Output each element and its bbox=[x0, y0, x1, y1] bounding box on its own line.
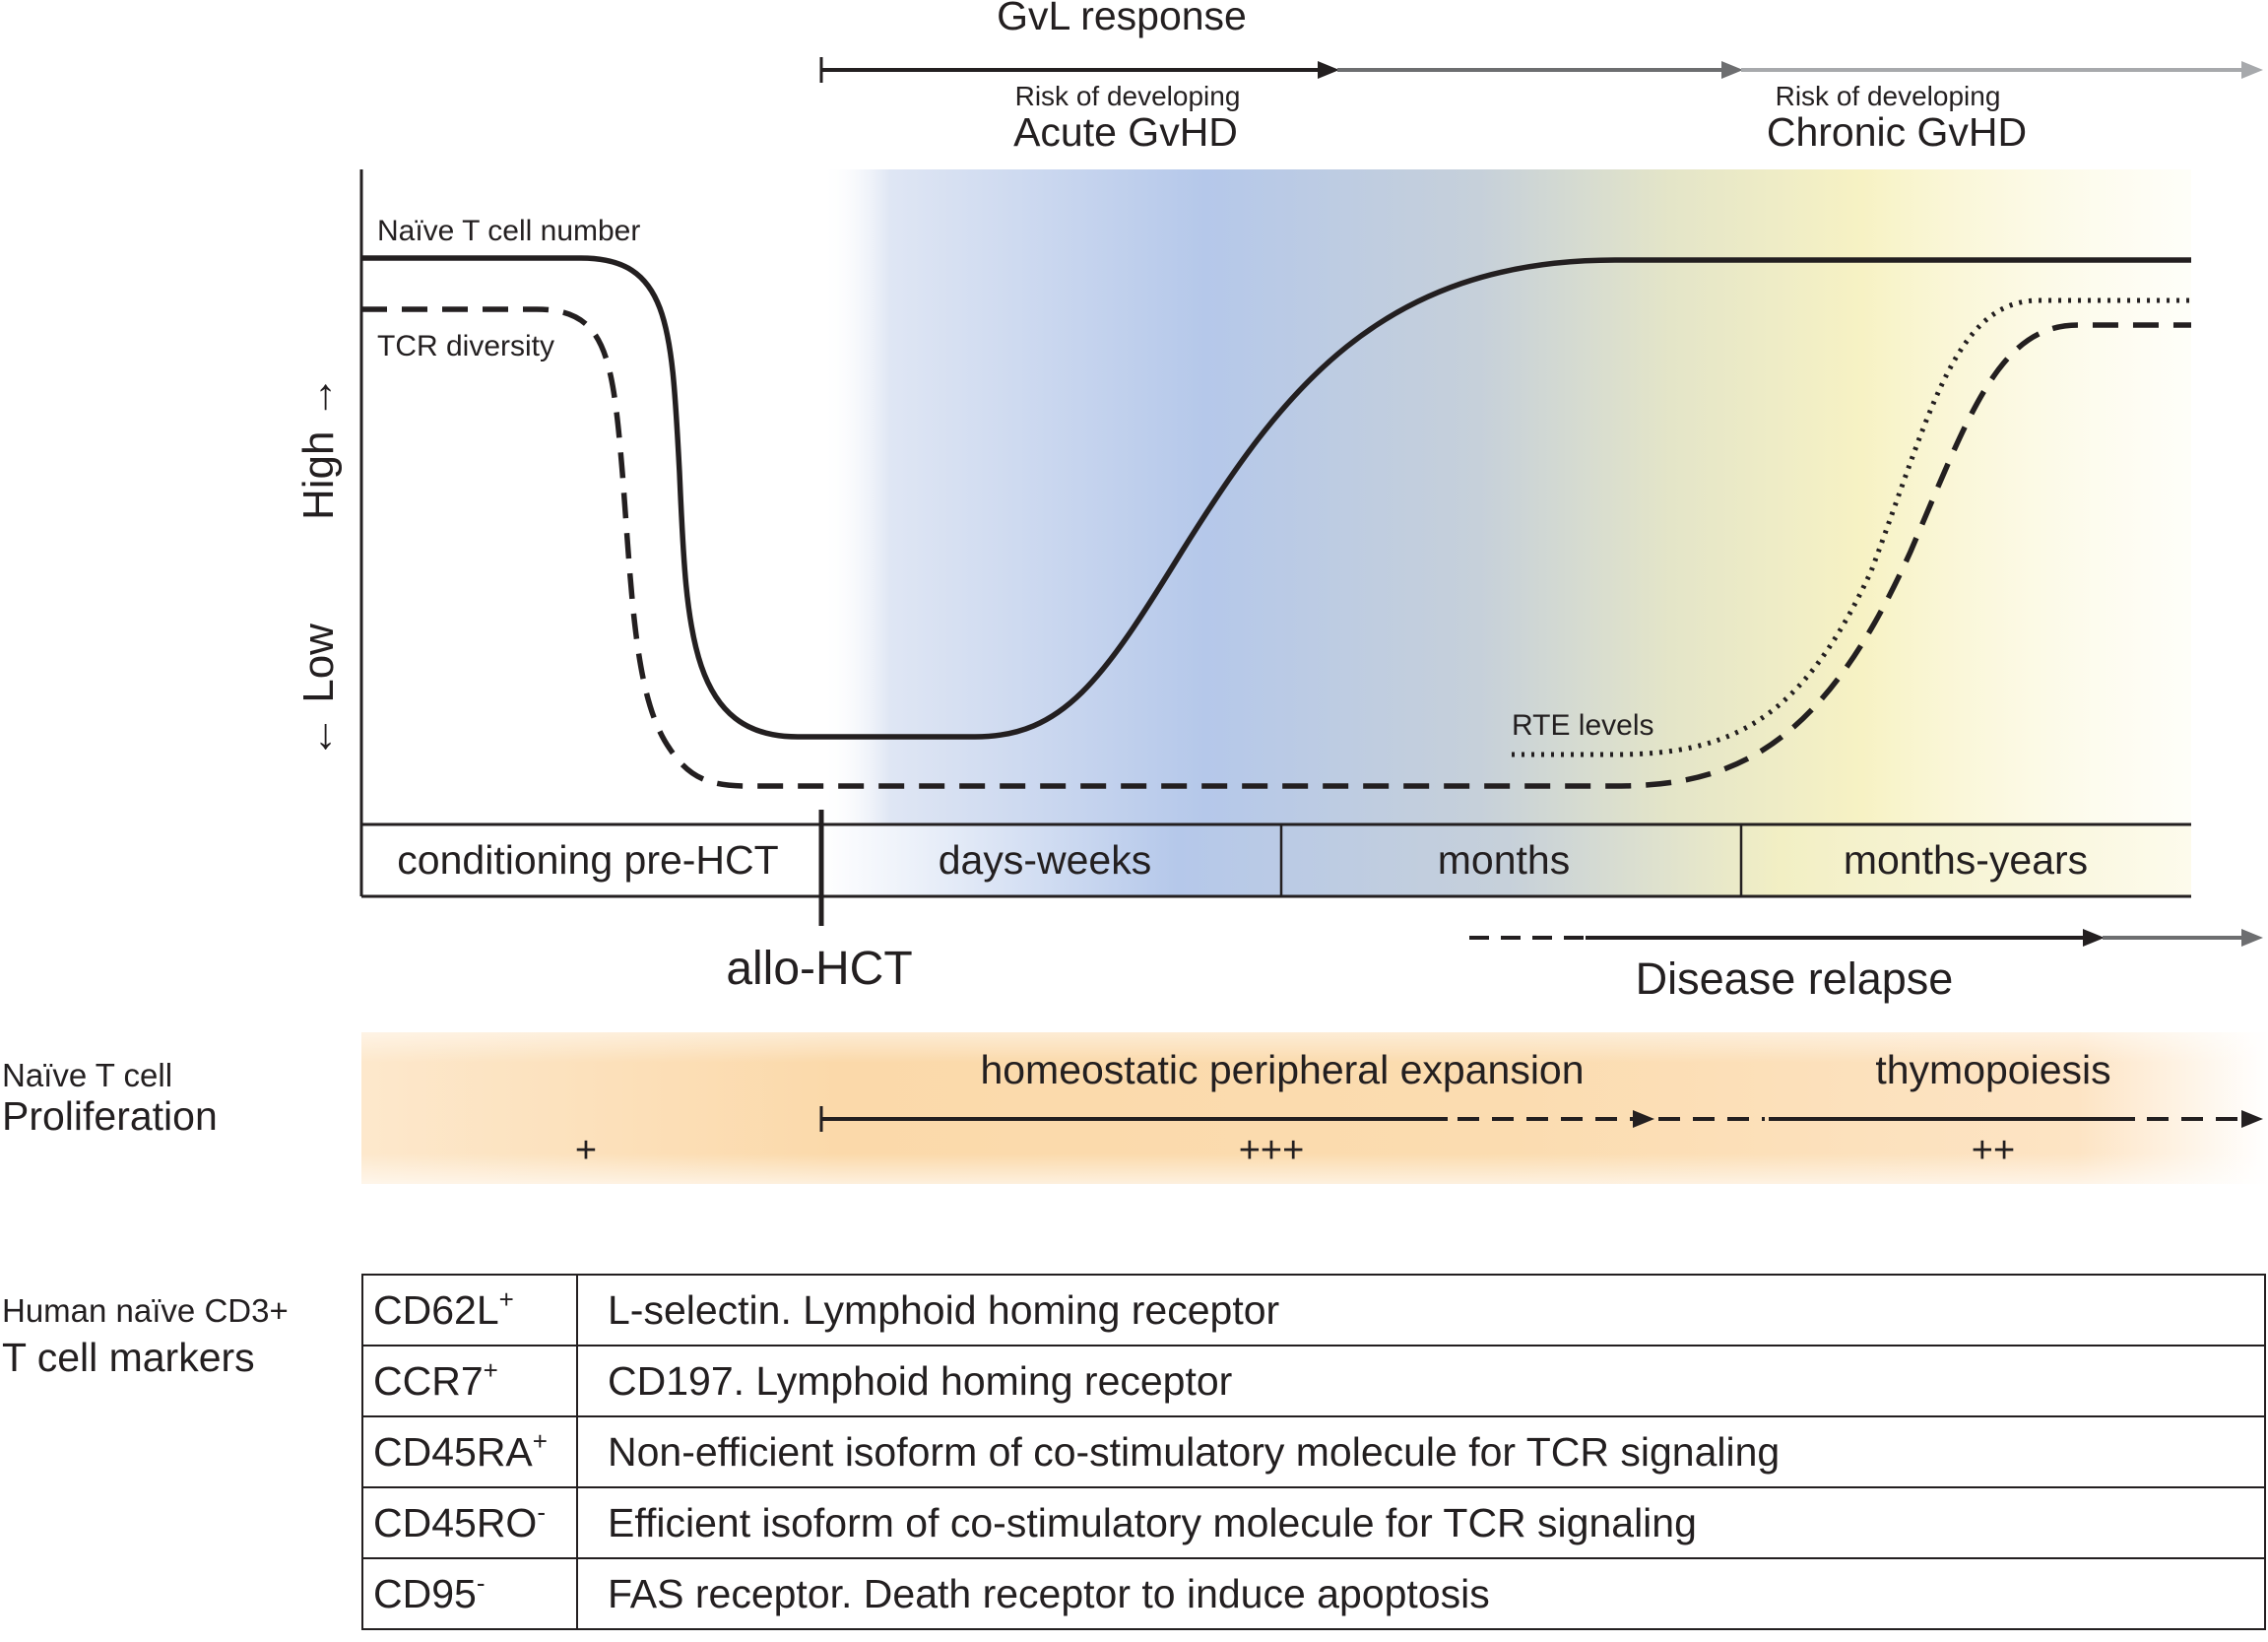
relapse-arrowhead-2 bbox=[2241, 929, 2263, 947]
naive-t-cell-number-curve bbox=[361, 255, 2191, 740]
chronic-gvhd-label: Chronic GvHD bbox=[1767, 109, 2027, 155]
marker-name-cell: CD45RO- bbox=[361, 1486, 578, 1559]
marker-name-cell: CD62L+ bbox=[361, 1274, 578, 1346]
timeline-conditioning-label: conditioning pre-HCT bbox=[397, 837, 778, 883]
marker-sign: + bbox=[483, 1354, 498, 1385]
marker-name: CD45RO bbox=[373, 1499, 538, 1545]
markers-title-large: T cell markers bbox=[2, 1335, 255, 1380]
marker-sign: - bbox=[537, 1496, 546, 1527]
table-row: CD95- FAS receptor. Death receptor to in… bbox=[361, 1557, 2266, 1630]
marker-description: Efficient isoform of co-stimulatory mole… bbox=[576, 1486, 2266, 1559]
gvl-arrowhead-1 bbox=[1318, 61, 1339, 79]
gvl-response-label: GvL response bbox=[997, 0, 1247, 38]
table-row: CD62L+ L-selectin. Lymphoid homing recep… bbox=[361, 1274, 2266, 1346]
markers-title-small: Human naïve CD3+ bbox=[2, 1292, 289, 1329]
thymopoiesis-label: thymopoiesis bbox=[1875, 1047, 2110, 1092]
marker-name-cell: CD95- bbox=[361, 1557, 578, 1630]
gvl-arrowhead-3 bbox=[2241, 61, 2263, 79]
proliferation-plus-late: ++ bbox=[1972, 1130, 2015, 1171]
proliferation-plus-pre: + bbox=[575, 1130, 597, 1171]
marker-description: Non-efficient isoform of co-stimulatory … bbox=[576, 1415, 2266, 1488]
proliferation-title-small: Naïve T cell bbox=[2, 1057, 172, 1093]
acute-gvhd-label: Acute GvHD bbox=[1013, 109, 1238, 155]
timeline-months-years-label: months-years bbox=[1844, 837, 2088, 883]
marker-name: CD62L bbox=[373, 1286, 499, 1333]
homeostatic-expansion-label: homeostatic peripheral expansion bbox=[980, 1047, 1584, 1092]
marker-name-cell: CCR7+ bbox=[361, 1345, 578, 1417]
marker-sign: + bbox=[498, 1283, 514, 1314]
table-row: CD45RO- Efficient isoform of co-stimulat… bbox=[361, 1486, 2266, 1559]
relapse-arrowhead-1 bbox=[2083, 929, 2105, 947]
table-row: CD45RA+ Non-efficient isoform of co-stim… bbox=[361, 1415, 2266, 1488]
gvl-arrowhead-2 bbox=[1721, 61, 1743, 79]
y-axis-high-label: High → bbox=[294, 375, 343, 520]
rte-levels-curve bbox=[1512, 297, 2191, 757]
allo-hct-label: allo-HCT bbox=[726, 943, 912, 995]
acute-risk-small-label: Risk of developing bbox=[1015, 81, 1241, 111]
marker-description: L-selectin. Lymphoid homing receptor bbox=[576, 1274, 2266, 1346]
marker-description: FAS receptor. Death receptor to induce a… bbox=[576, 1557, 2266, 1630]
timeline-months-label: months bbox=[1438, 837, 1570, 883]
marker-name: CCR7 bbox=[373, 1357, 484, 1404]
marker-sign: - bbox=[476, 1567, 486, 1598]
chronic-risk-small-label: Risk of developing bbox=[1776, 81, 2001, 111]
disease-relapse-label: Disease relapse bbox=[1636, 953, 1954, 1004]
proliferation-title-large: Proliferation bbox=[2, 1093, 218, 1139]
marker-description: CD197. Lymphoid homing receptor bbox=[576, 1345, 2266, 1417]
homeostatic-arrowhead bbox=[1633, 1110, 1654, 1128]
marker-name-cell: CD45RA+ bbox=[361, 1415, 578, 1488]
marker-name: CD95 bbox=[373, 1570, 477, 1616]
timeline-box-fill bbox=[821, 824, 2191, 896]
tcr-diversity-curve bbox=[361, 306, 2191, 789]
proliferation-plus-mid: +++ bbox=[1239, 1130, 1305, 1171]
proliferation-band-fade bbox=[361, 1032, 2268, 1184]
marker-sign: + bbox=[532, 1425, 548, 1456]
naive-t-cell-number-label: Naïve T cell number bbox=[377, 215, 640, 247]
rte-levels-label: RTE levels bbox=[1512, 709, 1654, 742]
thymopoiesis-arrowhead bbox=[2241, 1110, 2263, 1128]
tcr-diversity-label: TCR diversity bbox=[377, 330, 554, 362]
timeline-days-weeks-label: days-weeks bbox=[939, 837, 1151, 883]
y-axis-low-label: ← Low bbox=[294, 624, 343, 758]
marker-name: CD45RA bbox=[373, 1428, 533, 1475]
markers-table: CD62L+ L-selectin. Lymphoid homing recep… bbox=[361, 1274, 2266, 1630]
table-row: CCR7+ CD197. Lymphoid homing receptor bbox=[361, 1345, 2266, 1417]
